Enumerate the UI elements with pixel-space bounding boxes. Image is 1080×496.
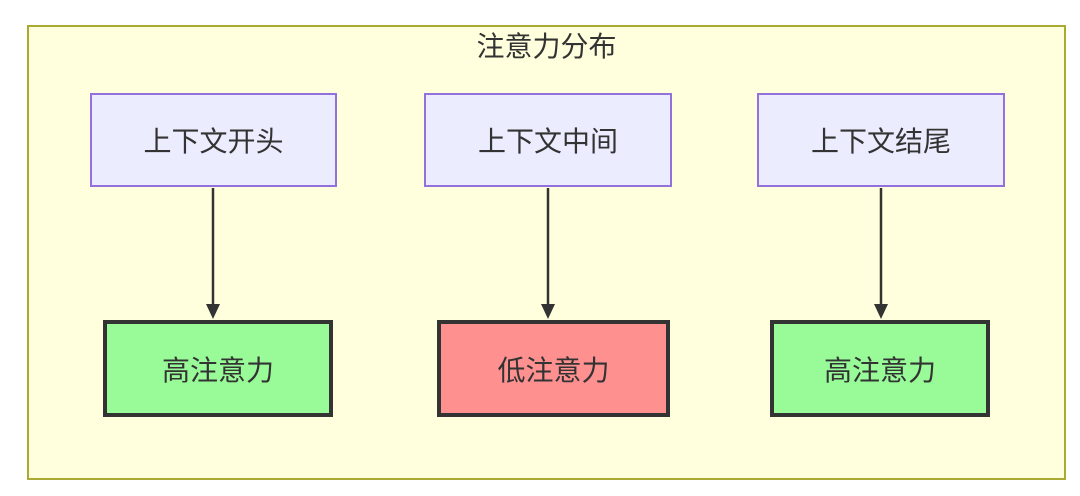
node-low-attention-middle: 低注意力 — [437, 320, 670, 417]
cluster-title: 注意力分布 — [476, 30, 617, 63]
node-high-attention-left: 高注意力 — [103, 320, 333, 417]
node-context-end: 上下文结尾 — [757, 93, 1005, 187]
node-high-attention-right: 高注意力 — [770, 320, 990, 417]
node-context-start: 上下文开头 — [90, 93, 337, 187]
node-context-middle: 上下文中间 — [424, 93, 672, 187]
